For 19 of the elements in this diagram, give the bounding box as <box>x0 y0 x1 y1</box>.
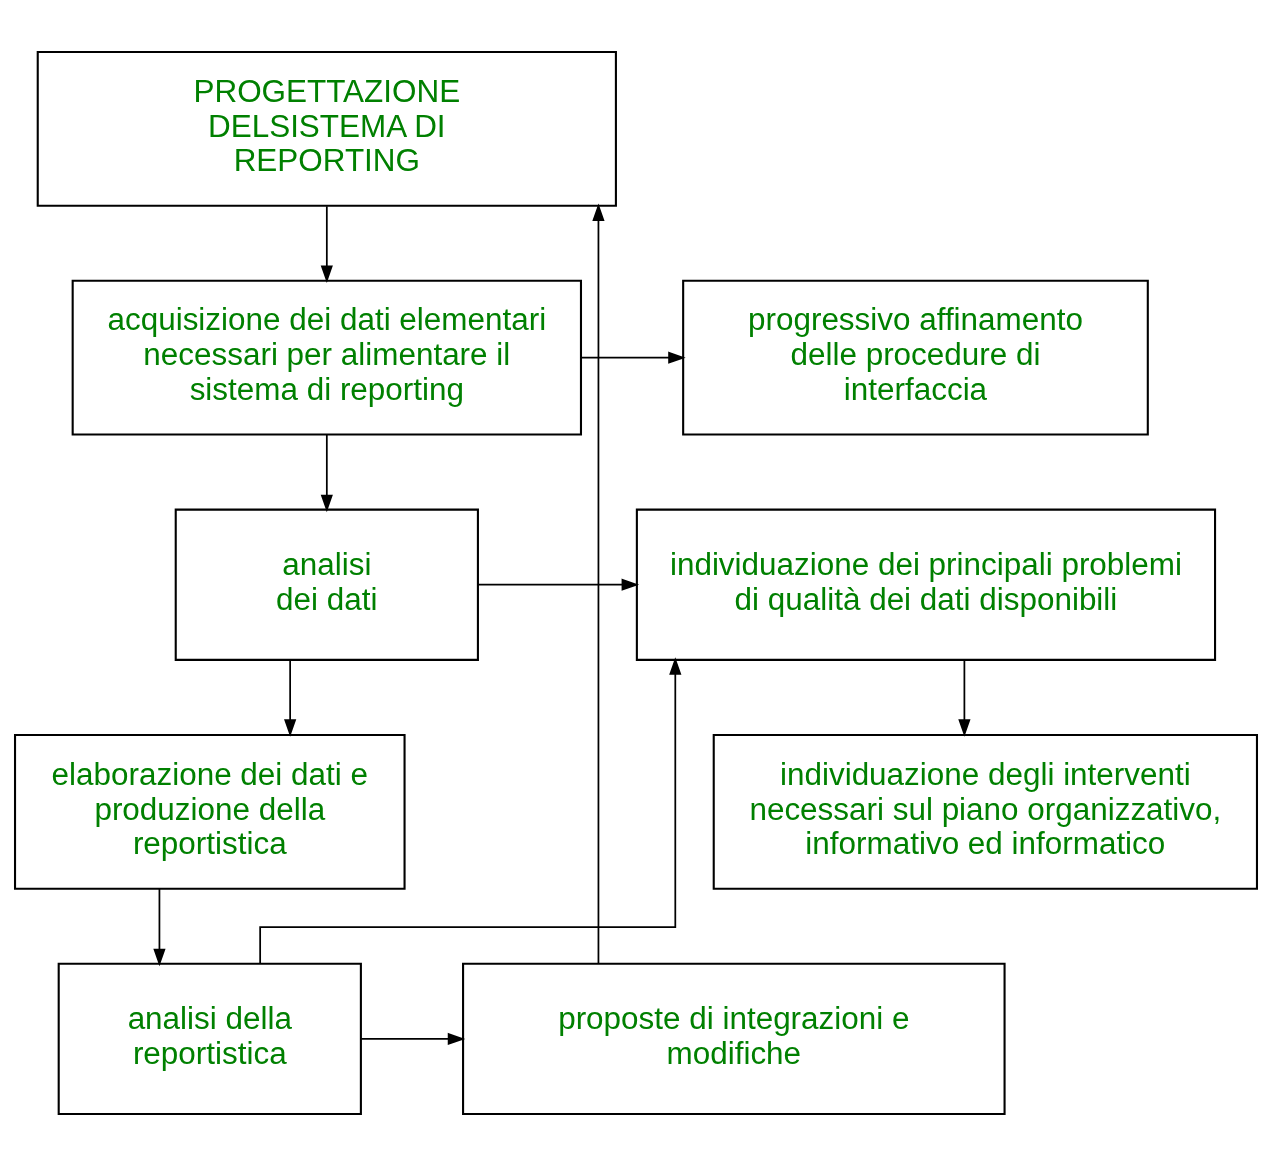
node-box: individuazione degli interventi necessari sul piano organizzativo, informativo ed informatico <box>712 733 1258 890</box>
arrow <box>284 659 297 737</box>
arrow <box>592 203 605 965</box>
arrow <box>259 657 682 965</box>
node-box: individuazione dei principali problemi di qualità dei dati disponibili <box>635 508 1217 661</box>
arrow <box>153 887 166 967</box>
node-box: analisi dei dati <box>174 508 479 661</box>
node-box: analisi della reportistica <box>57 962 362 1116</box>
arrow <box>320 205 333 283</box>
node-box: acquisizione dei dati elementari necessari per alimentare il sistema di reporting <box>71 279 583 436</box>
arrow <box>580 351 686 364</box>
node-box: progressivo affinamento delle procedure di interfaccia <box>682 279 1149 436</box>
arrow <box>360 1032 466 1046</box>
arrow <box>320 433 333 513</box>
arrow <box>477 578 640 591</box>
node-box: elaborazione dei dati e produzione della reportistica <box>13 733 406 890</box>
node-box: proposte di integrazioni e modifiche <box>462 962 1006 1116</box>
arrow <box>958 659 971 737</box>
node-box: PROGETTAZIONE DELSISTEMA DI REPORTING <box>36 50 617 207</box>
